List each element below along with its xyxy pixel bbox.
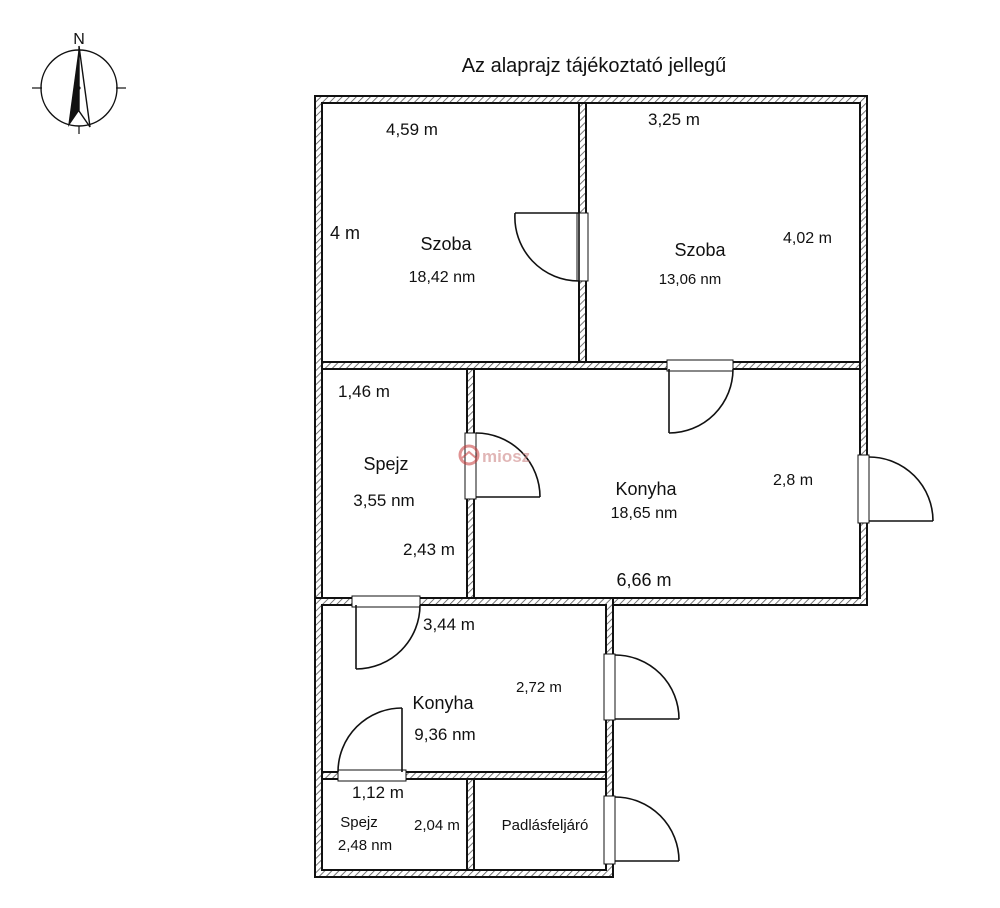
room-height-label: 4,02 m	[783, 230, 832, 247]
watermark-text: miosz	[482, 447, 530, 466]
wall-spejz-padlas	[466, 778, 475, 871]
door-konyha-lower-exterior	[603, 653, 680, 721]
room-width-label: 3,25 m	[648, 110, 700, 129]
door-padlas	[603, 795, 680, 865]
room-padlasfeljaro: Padlásfeljáró	[502, 817, 589, 834]
wall-horizontal-2	[321, 771, 607, 780]
door-konyha-exterior	[857, 454, 934, 524]
room-area: 2,48 nm	[338, 837, 392, 854]
door-konyha-lower-top	[351, 595, 421, 670]
room-area: 13,06 nm	[659, 271, 722, 288]
room-width-label: 4,59 m	[386, 120, 438, 139]
room-area: 9,36 nm	[414, 725, 475, 744]
upper-outer-wall	[314, 95, 868, 606]
room-name: Konyha	[412, 693, 474, 713]
room-height-label: 2,8 m	[773, 472, 813, 489]
room-width-label: 1,46 m	[338, 382, 390, 401]
room-name: Padlásfeljáró	[502, 817, 589, 834]
watermark-logo: miosz	[458, 444, 530, 466]
room-konyha-1: Konyha 18,65 nm 2,8 m 6,66 m	[611, 472, 813, 590]
room-width-label: 6,66 m	[616, 570, 671, 590]
room-szoba-1: 4,59 m 4 m Szoba 18,42 nm	[330, 120, 475, 286]
door-konyha-top	[666, 359, 734, 434]
doors	[337, 212, 934, 865]
room-spejz-2: 1,12 m Spejz 2,48 nm 2,04 m	[338, 783, 460, 854]
lower-outer-wall	[314, 597, 614, 878]
room-area: 3,55 nm	[353, 491, 414, 510]
room-name: Spejz	[340, 814, 378, 831]
room-name: Szoba	[674, 240, 726, 260]
room-height-label: 4 m	[330, 223, 360, 243]
room-area: 18,42 nm	[409, 269, 476, 286]
door-szoba	[514, 212, 589, 282]
door-spejz-lower	[337, 707, 407, 782]
room-width-label: 3,44 m	[423, 615, 475, 634]
room-name: Szoba	[420, 234, 472, 254]
room-konyha-2: 3,44 m 2,72 m Konyha 9,36 nm	[412, 615, 561, 744]
room-area: 18,65 nm	[611, 505, 678, 522]
door-spejz	[464, 432, 541, 500]
room-name: Konyha	[615, 479, 677, 499]
room-height-label: 2,72 m	[516, 679, 562, 696]
wall-horizontal-1	[321, 361, 861, 370]
plan-title: Az alaprajz tájékoztató jellegű	[462, 55, 727, 77]
compass-label: N	[73, 31, 85, 48]
room-height-label: 2,43 m	[403, 540, 455, 559]
room-name: Spejz	[363, 454, 408, 474]
room-szoba-2: 3,25 m 4,02 m Szoba 13,06 nm	[648, 110, 832, 288]
north-arrow-icon	[32, 45, 126, 134]
room-height-label: 2,04 m	[414, 817, 460, 834]
room-width-label: 1,12 m	[352, 783, 404, 802]
room-spejz-1: 1,46 m Spejz 3,55 nm 2,43 m	[338, 382, 455, 559]
